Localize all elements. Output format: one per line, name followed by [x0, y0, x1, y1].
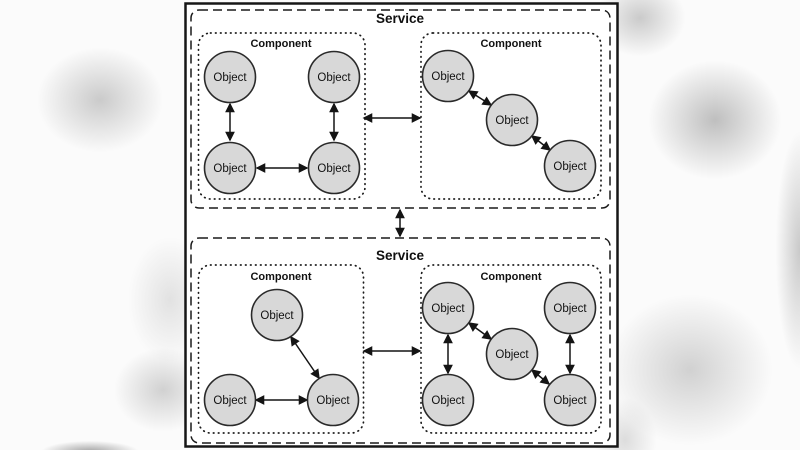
object-label: Object [317, 72, 351, 84]
object-label: Object [553, 161, 587, 173]
object-node [543, 373, 597, 427]
object-node [306, 373, 360, 427]
component-top-right: Component Object Object Object [420, 32, 602, 200]
object-label: Object [431, 395, 465, 407]
object-label: Object [431, 303, 465, 315]
service-box [190, 237, 611, 444]
service-title: Service [376, 248, 425, 263]
object-label: Object [213, 395, 247, 407]
component-bottom-right: Component Object Object Object Object Ob… [420, 264, 602, 434]
object-node [543, 139, 597, 193]
component-box [197, 264, 365, 434]
component-bottom-left: Component Object Object Object [197, 264, 365, 434]
object-node [203, 141, 257, 195]
object-node [203, 50, 257, 104]
service-box [190, 9, 611, 209]
object-label: Object [495, 349, 529, 361]
object-node [485, 93, 539, 147]
arrow-object-object [467, 90, 493, 106]
object-label: Object [316, 395, 350, 407]
object-label: Object [495, 115, 529, 127]
object-node [203, 373, 257, 427]
arrow-object-object [530, 135, 552, 151]
component-title: Component [480, 38, 541, 50]
object-node [250, 288, 304, 342]
service-top: Service Component Object Object Object O… [190, 9, 611, 209]
object-label: Object [431, 71, 465, 83]
object-node [307, 141, 361, 195]
object-label: Object [317, 163, 351, 175]
object-label: Object [213, 163, 247, 175]
arrow-object-object [467, 322, 493, 340]
object-label: Object [260, 310, 294, 322]
object-node [485, 327, 539, 381]
component-top-left: Component Object Object Object Object [197, 32, 366, 200]
object-label: Object [553, 395, 587, 407]
service-bottom: Service Component Object Object Object C… [190, 237, 611, 444]
component-box [197, 32, 366, 200]
object-label: Object [553, 303, 587, 315]
object-label: Object [213, 72, 247, 84]
service-title: Service [376, 11, 425, 26]
arrow-object-object [530, 369, 551, 385]
component-title: Component [250, 271, 311, 283]
object-node [421, 373, 475, 427]
object-node [543, 281, 597, 335]
arrow-object-object [290, 335, 320, 380]
component-title: Component [480, 271, 541, 283]
object-node [421, 281, 475, 335]
object-node [421, 49, 475, 103]
component-title: Component [250, 38, 311, 50]
object-node [307, 50, 361, 104]
